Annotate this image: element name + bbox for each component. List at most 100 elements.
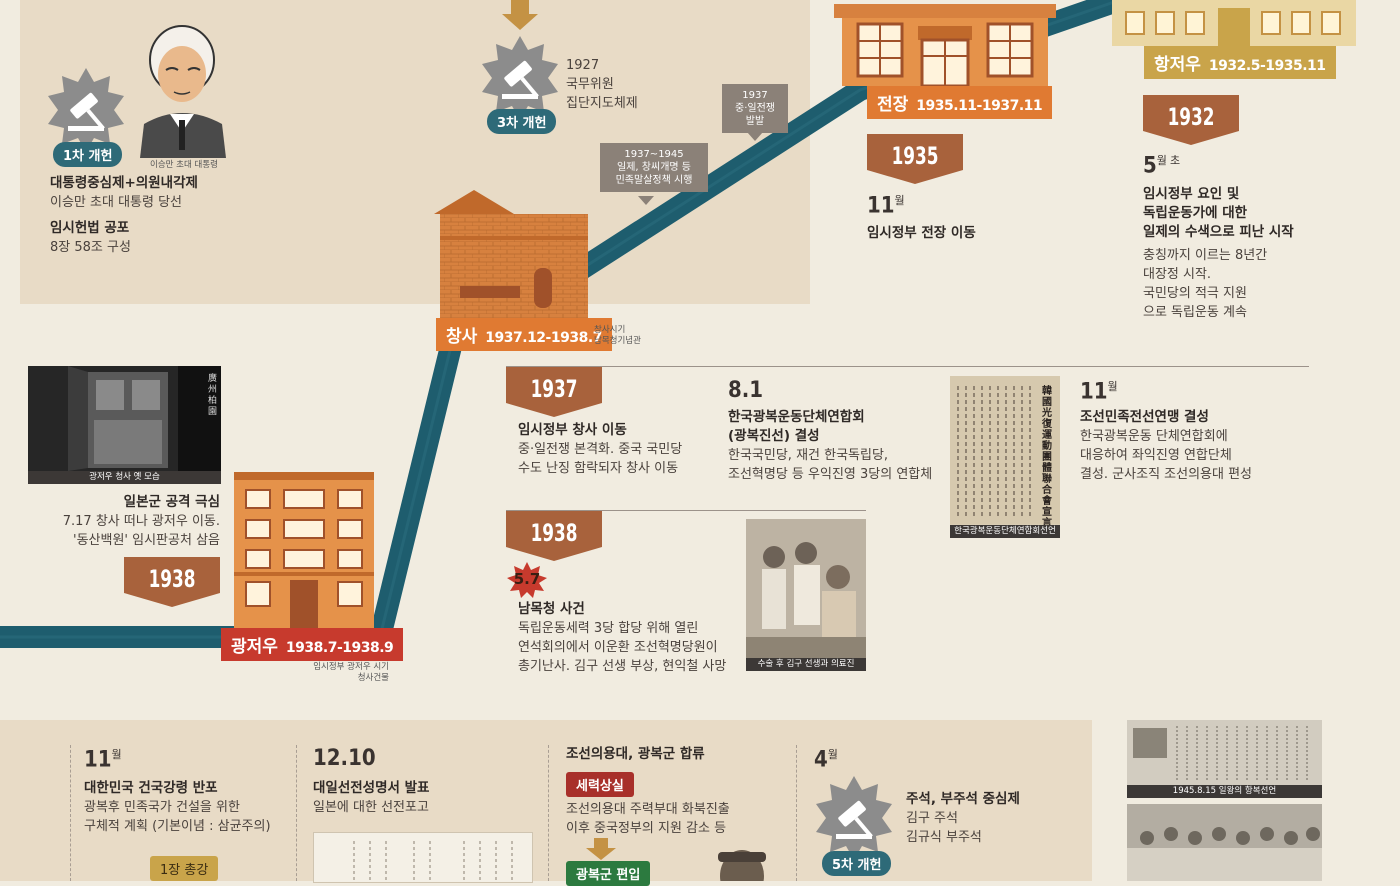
- hangzhou-heading-1: 임시정부 요인 및: [1143, 186, 1240, 202]
- note-1-year: 1937~1945: [624, 149, 684, 160]
- bottom-divider-4: [796, 745, 797, 881]
- bottom-c1-body-1: 광복후 민족국가 건설을 위한: [84, 800, 240, 815]
- surrender-newspaper-photo: 1945.8.15 일왕의 항복선언: [1127, 720, 1322, 798]
- y1937-body-2: 수도 난징 함락되자 창사 이동: [518, 461, 679, 476]
- zhenjiang-label: 전장 1935.11-1937.11: [867, 86, 1053, 119]
- bottom-c4-heading: 주석, 부주석 중심제: [906, 791, 1020, 807]
- bottom-c2-body: 일본에 대한 선전포고: [313, 800, 429, 815]
- burst-badge-5-7: 5.7: [506, 562, 548, 598]
- burst-label: 5.7: [513, 570, 541, 588]
- note-1937-1945: 1937~1945 일제, 창씨개명 등 민족말살정책 시행: [600, 143, 708, 192]
- syngman-rhee-portrait: [136, 20, 230, 162]
- surrender-photo-caption: 1945.8.15 일왕의 항복선언: [1127, 785, 1322, 798]
- bottom-c4-month-unit: 월: [827, 748, 838, 761]
- third-amend-line-2: 집단지도체제: [566, 96, 638, 111]
- kimgu-medical-photo: 수술 후 김구 선생과 의료진: [746, 519, 866, 671]
- first-amend-heading-1: 대통령중심제+의원내각제: [50, 175, 198, 191]
- hangzhou-name: 항저우: [1154, 55, 1201, 75]
- y1937-body-4: 조선혁명당 등 우익진영 3당의 연합체: [728, 467, 933, 482]
- bottom-c3-body-1: 조선의용대 주력부대 화북진출: [566, 802, 730, 817]
- note-1-line-2: 민족말살정책 시행: [615, 175, 693, 186]
- declaration-document-photo: 韓國光復運動團體聯合會宣言 한국광복운동단체연합회선언: [950, 376, 1060, 538]
- guangzhou-heading: 일본군 공격 극심: [123, 494, 220, 510]
- first-amend-badge: 1차 개헌: [53, 142, 123, 167]
- guangzhou-label: 광저우 1938.7-1938.9: [221, 628, 404, 661]
- hangzhou-month: 5월 초: [1143, 152, 1180, 178]
- y1937-heading-2a: 한국광복운동단체연합회: [728, 409, 865, 425]
- changsha-caption-1: 창사시기: [594, 325, 626, 335]
- note-2-pointer: [747, 132, 763, 141]
- year-1937: 1937: [530, 375, 578, 403]
- y1937-body-1: 중·일전쟁 본격화. 중국 국민당: [518, 442, 683, 457]
- divider-1937: [506, 366, 1309, 367]
- note-1-line-1: 일제, 창씨개명 등: [617, 162, 691, 173]
- gavel-badge-1: [44, 68, 128, 156]
- third-amend-year: 1927: [566, 58, 600, 73]
- first-amend-body-2: 8장 58조 구성: [50, 240, 131, 255]
- guangzhou-period: 1938.7-1938.9: [285, 640, 394, 656]
- hangzhou-month-unit: 월 초: [1156, 154, 1181, 167]
- bottom-c4-month-num: 4: [814, 747, 828, 773]
- y1937-month-unit: 월: [1107, 380, 1118, 393]
- y1938-body-1: 독립운동세력 3당 합당 위해 열린: [518, 621, 699, 636]
- changsha-building: [430, 186, 588, 324]
- y1937-body-7: 결성. 군사조직 조선의용대 편성: [1080, 467, 1253, 482]
- bottom-c3-pill: 세력상실: [566, 772, 634, 797]
- year-flag-1935: 1935: [867, 134, 963, 184]
- changsha-name: 창사: [446, 327, 478, 347]
- hangzhou-body-2: 대장정 시작.: [1143, 267, 1212, 282]
- first-amend-body-1: 이승만 초대 대통령 당선: [50, 195, 182, 210]
- bottom-c2-heading: 대일선전성명서 발표: [313, 780, 430, 796]
- y1938-body-2: 연석회의에서 이운환 조선혁명당원이: [518, 640, 718, 655]
- guangzhou-name: 광저우: [231, 637, 278, 657]
- changsha-caption: 창사시기 남목청기념관: [594, 325, 641, 347]
- year-flag-1938-guangzhou: 1938: [124, 557, 220, 607]
- bottom-c3-heading: 조선의용대, 광복군 합류: [566, 746, 705, 762]
- y1937-heading-2b: (광복진선) 결성: [728, 428, 820, 444]
- divider-1938: [506, 510, 866, 511]
- gavel-badge-3: [478, 36, 562, 124]
- zhenjiang-period: 1935.11-1937.11: [916, 98, 1043, 114]
- note-2-year: 1937: [742, 90, 768, 101]
- fifth-amend-badge: 5차 개헌: [822, 851, 892, 876]
- hangzhou-heading-3: 일제의 수색으로 피난 시작: [1143, 224, 1294, 240]
- note-1-pointer: [638, 196, 654, 205]
- bottom-c3-body-2: 이후 중국정부의 지원 감소 등: [566, 821, 727, 836]
- y1938-heading: 남목청 사건: [518, 601, 585, 617]
- guangzhou-old-photo: 廣州柏園 광저우 청사 옛 모습: [28, 366, 221, 484]
- zhenjiang-building: [834, 0, 1056, 92]
- hangzhou-building: [1112, 0, 1356, 52]
- guangzhou-caption: 임시정부 광저우 시기 청사건물: [300, 662, 389, 684]
- third-amend-line-1: 국무위원: [566, 77, 614, 92]
- zhenjiang-month-unit: 월: [894, 194, 905, 207]
- bottom-c4-month: 4월: [814, 746, 838, 772]
- hangzhou-body-4: 으로 독립운동 계속: [1143, 305, 1247, 320]
- bottom-c1-month-num: 11: [84, 747, 112, 773]
- y1937-body-3: 한국국민당, 재건 한국독립당,: [728, 448, 889, 463]
- zhenjiang-month-num: 11: [867, 193, 895, 219]
- bottom-c2-document: [313, 832, 533, 883]
- hangzhou-body-3: 국민당의 적극 지원: [1143, 286, 1247, 301]
- zhenjiang-name: 전장: [877, 95, 909, 115]
- down-arrow: [500, 0, 540, 36]
- bottom-c1-body-2: 구체적 계획 (기본이념 : 삼균주의): [84, 819, 271, 834]
- year-1938-guangzhou: 1938: [148, 565, 196, 593]
- year-1935: 1935: [891, 142, 939, 170]
- bottom-divider-1: [70, 745, 71, 881]
- declaration-caption: 한국광복운동단체연합회선언: [950, 525, 1060, 538]
- gavel-badge-5: [812, 776, 896, 864]
- year-1938: 1938: [530, 519, 578, 547]
- bottom-c3-portrait: [712, 846, 772, 886]
- y1937-date-8-1: 8.1: [728, 378, 764, 403]
- changsha-caption-2: 남목청기념관: [594, 336, 641, 346]
- bottom-c2-date: 12.10: [313, 746, 376, 771]
- bottom-c3-pill-2: 광복군 편입: [566, 861, 651, 886]
- guangzhou-body-1: 7.17 창사 떠나 광저우 이동.: [62, 514, 220, 529]
- note-2-line-2: 발발: [745, 116, 765, 127]
- third-amend-badge: 3차 개헌: [487, 109, 557, 134]
- y1937-heading-3: 조선민족전선연맹 결성: [1080, 409, 1209, 425]
- hangzhou-body-1: 충칭까지 이르는 8년간: [1143, 248, 1268, 263]
- y1938-body-3: 총기난사. 김구 선생 부상, 현익철 사망: [518, 659, 727, 674]
- y1937-body-5: 한국광복운동 단체연합회에: [1080, 429, 1228, 444]
